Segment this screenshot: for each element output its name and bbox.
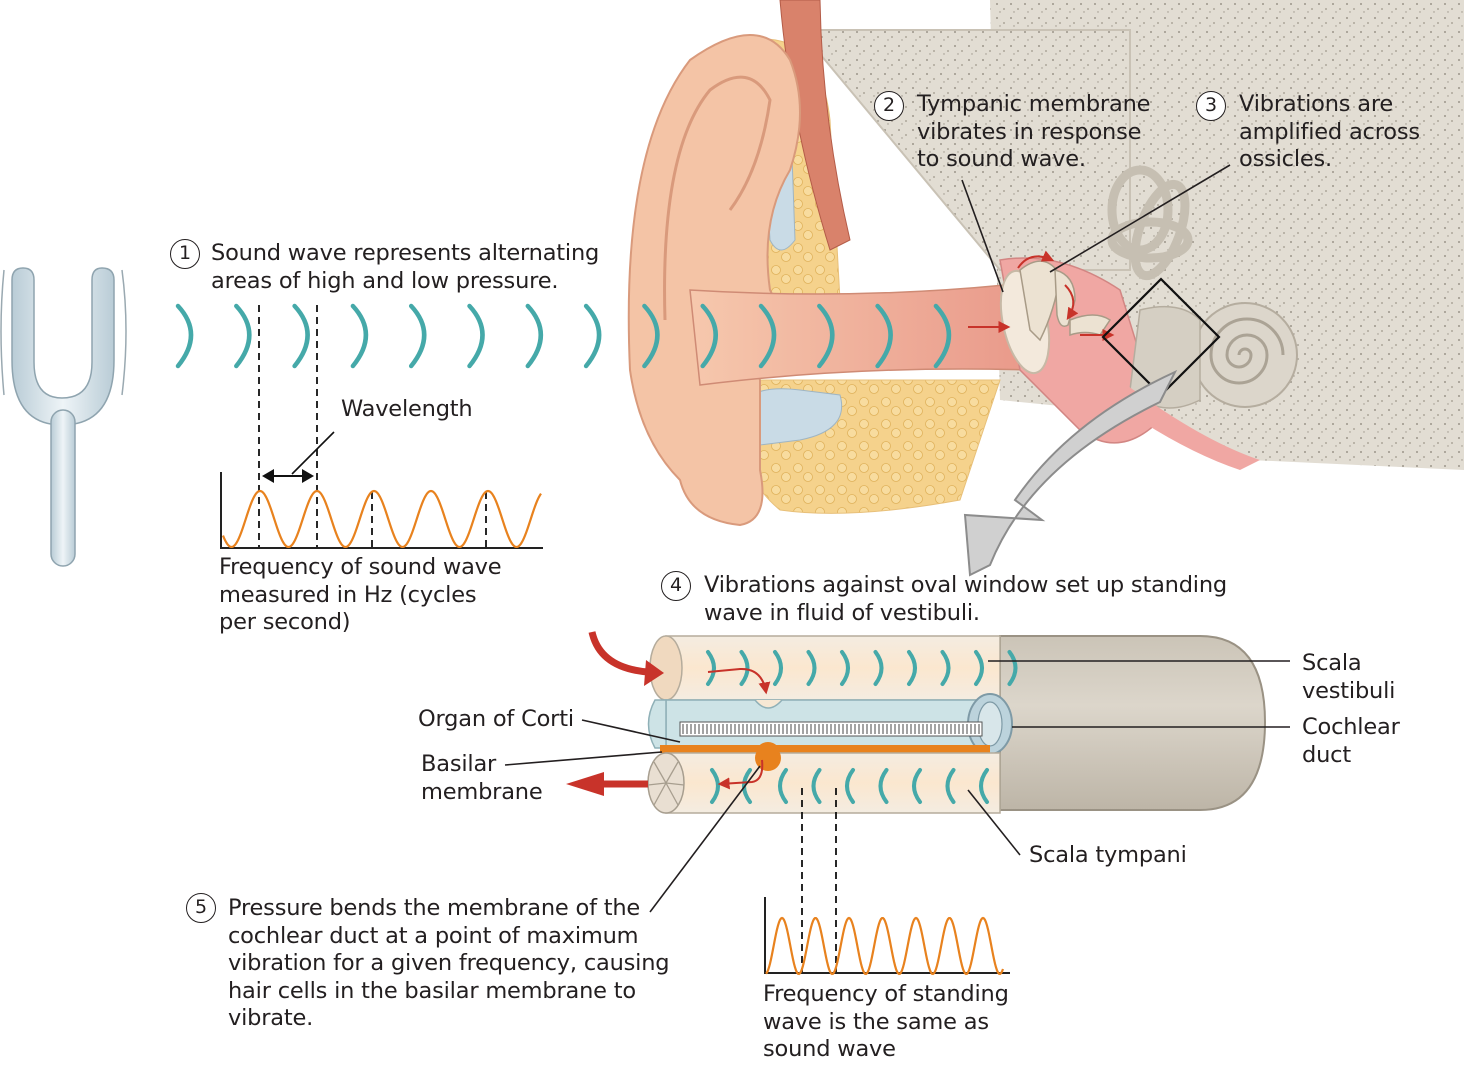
standing-wave-arc: [739, 650, 750, 686]
step-5-text: Pressure bends the membrane of the cochl…: [228, 895, 670, 1033]
step-1-line: Sound wave represents alternating: [211, 240, 600, 266]
standing-frequency-plot: [764, 897, 1010, 976]
standing-wave-arc: [811, 768, 822, 804]
step-5-line: vibration for a given frequency, causing: [228, 950, 670, 976]
caption-line: wave is the same as: [763, 1008, 989, 1035]
semicircular-canals: [1107, 165, 1193, 281]
step-4-line: wave in fluid of vestibuli.: [704, 599, 980, 626]
sound-wave-arc: [408, 303, 427, 369]
standing-wave-arc: [706, 650, 716, 686]
caption-line: Frequency of sound wave: [219, 554, 502, 580]
step-1-line: areas of high and low pressure.: [211, 267, 559, 294]
standing-wave-arc: [1007, 650, 1018, 686]
scala-tympani-label: Scala tympani: [1029, 842, 1187, 868]
standing-wave-arc: [840, 650, 850, 686]
ossicles: [1019, 260, 1112, 342]
ear-anatomy: [627, 0, 1464, 527]
step-4-number: 4: [661, 571, 691, 601]
step-1-text: Sound wave represents alternating areas …: [211, 240, 599, 295]
cochlea-cross-section: [566, 631, 1267, 814]
step-2-line: vibrates in response: [917, 118, 1142, 145]
standing-wave-arc: [778, 768, 788, 804]
standing-frequency-caption: Frequency of standing wave is the same a…: [763, 981, 1009, 1064]
step-3-line: ossicles.: [1239, 146, 1333, 172]
label-line: vestibuli: [1302, 677, 1396, 704]
scala-vestibuli-label: Scala vestibuli: [1302, 650, 1395, 705]
sound-wave-arc: [234, 303, 252, 369]
sound-wave-arc: [642, 303, 660, 369]
sound-wave-arc: [175, 303, 194, 369]
sound-frequency-plot: [220, 472, 543, 549]
sound-wave-arcs: [175, 303, 951, 369]
step-5-number: 5: [186, 893, 216, 923]
step-3-number: 3: [1196, 91, 1226, 121]
sound-wave-arc: [875, 303, 893, 369]
standing-wave-arc: [979, 768, 989, 804]
standing-wave-arc: [873, 650, 884, 686]
step-5-line: cochlear duct at a point of maximum: [228, 922, 639, 949]
label-line: Scala: [1302, 650, 1362, 676]
caption-line: per second): [219, 609, 351, 635]
label-line: duct: [1302, 741, 1351, 768]
step-1-number: 1: [170, 239, 200, 269]
step-3-line: amplified across: [1239, 118, 1420, 145]
step-5-line: vibrate.: [228, 1005, 314, 1031]
standing-wave-arc: [845, 768, 855, 804]
wavelength-arrow: [262, 431, 335, 483]
step-4-line: Vibrations against oval window set up st…: [704, 572, 1227, 598]
step-5-line: Pressure bends the membrane of the: [228, 895, 641, 921]
organ-of-corti-label: Organ of Corti: [418, 706, 574, 732]
cochlear-duct-label: Cochlear duct: [1302, 714, 1400, 769]
sound-wave-arc: [583, 303, 602, 369]
sound-wave-arc: [350, 303, 368, 369]
step-2-line: to sound wave.: [917, 146, 1086, 172]
basilar-membrane-label: Basilar membrane: [421, 751, 543, 806]
standing-wave-arc: [773, 650, 783, 686]
sound-wave-arc: [700, 303, 718, 369]
standing-wave-arc: [945, 768, 956, 804]
standing-wave-arc: [974, 650, 984, 686]
standing-wave-arc: [912, 768, 922, 804]
label-line: Cochlear: [1302, 714, 1400, 740]
sound-wave-arc: [758, 303, 777, 369]
standing-wave-arc: [806, 650, 817, 686]
sound-wave-arc: [467, 303, 485, 369]
step-2-number: 2: [874, 91, 904, 121]
sound-wave-arc: [292, 303, 310, 369]
step-3-text: Vibrations are amplified across ossicles…: [1239, 91, 1420, 174]
step-2-text: Tympanic membrane vibrates in response t…: [917, 91, 1150, 174]
standing-wave-arc: [878, 768, 889, 804]
standing-wave-arcs: [706, 650, 1018, 804]
step-4-text: Vibrations against oval window set up st…: [704, 572, 1227, 627]
caption-line: sound wave: [763, 1036, 896, 1062]
caption-line: Frequency of standing: [763, 981, 1009, 1007]
label-line: Basilar: [421, 751, 497, 777]
tuning-fork: [0, 267, 127, 567]
step-5-line: hair cells in the basilar membrane to: [228, 977, 636, 1004]
step-2-line: Tympanic membrane: [917, 91, 1151, 117]
step-3-line: Vibrations are: [1239, 91, 1394, 117]
caption-line: measured in Hz (cycles: [219, 581, 477, 608]
sound-wave-arc: [525, 303, 543, 369]
standing-wave-arc: [940, 650, 951, 686]
label-line: membrane: [421, 778, 543, 805]
standing-wave-arc: [907, 650, 917, 686]
sound-frequency-caption: Frequency of sound wave measured in Hz (…: [219, 554, 502, 637]
sound-wave-arc: [817, 303, 835, 369]
wavelength-label: Wavelength: [341, 396, 473, 422]
leader-lines: [504, 660, 1290, 913]
sound-wave-arc: [933, 303, 951, 369]
zoom-arrow: [963, 369, 1178, 577]
